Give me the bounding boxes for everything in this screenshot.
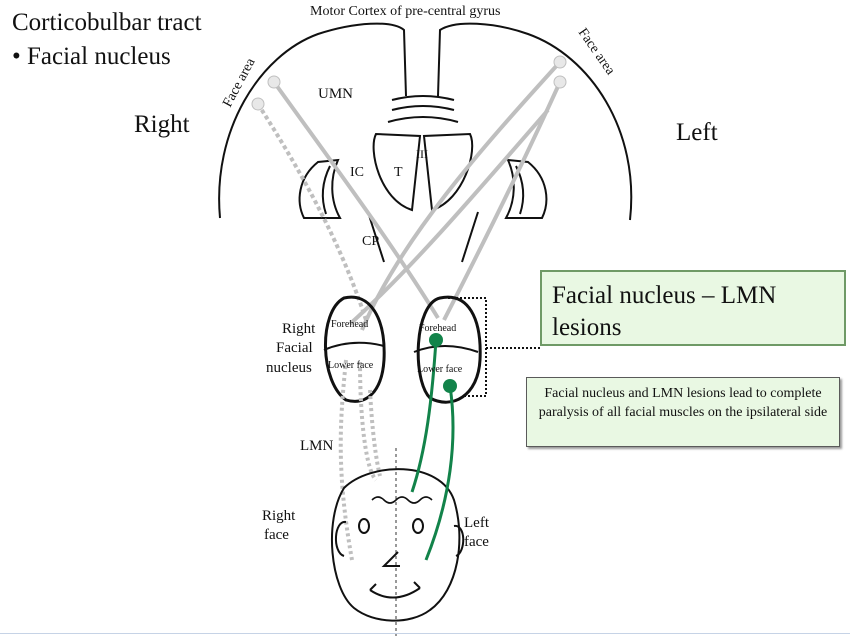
left-eye xyxy=(412,518,424,534)
left-label: Left xyxy=(676,119,718,146)
left-face-label-line-1: Left xyxy=(464,515,490,531)
forehead-wrinkles xyxy=(371,496,433,504)
thalamus-right xyxy=(372,132,422,212)
internal-capsule-label: IC xyxy=(350,165,364,180)
lower-face-label-right-nucleus: Lower face xyxy=(328,360,374,371)
right-face-label-line-1: Right xyxy=(262,508,296,524)
left-face-label-line-2: face xyxy=(464,534,489,550)
facial-nuclei xyxy=(323,295,482,404)
head-outline xyxy=(330,468,465,622)
right-ear xyxy=(335,521,347,557)
forehead-label-left-nucleus: Forehead xyxy=(419,323,456,334)
third-ventricle-label: III xyxy=(416,147,428,161)
forehead-label-right-nucleus: Forehead xyxy=(331,319,368,330)
right-facial-nucleus-line-2: Facial xyxy=(276,340,313,356)
svg-labels: Motor Cortex of pre-central gyrus Face a… xyxy=(134,4,718,550)
right-umn-tract-crossing xyxy=(272,80,440,320)
right-nucleus-divider xyxy=(323,341,385,351)
mouth-corners xyxy=(369,581,421,591)
cerebral-peduncle-label: CP xyxy=(362,234,379,249)
right-hemisphere-outline xyxy=(218,22,407,219)
right-eye xyxy=(358,518,370,534)
lower-face-lesion-marker xyxy=(443,379,457,393)
left-facial-nucleus-shape xyxy=(416,295,482,404)
corpus-callosum-top xyxy=(391,95,455,101)
nose xyxy=(381,551,400,567)
lmn-lesion-title-box: Facial nucleus – LMN lesions xyxy=(540,270,846,346)
corpus-callosum-mid xyxy=(391,105,455,111)
lesion-fiber-forehead xyxy=(410,339,438,493)
slide-bullet: • Facial nucleus xyxy=(12,43,171,70)
left-umn-to-right-forehead xyxy=(348,108,550,326)
right-face-label-line-2: face xyxy=(264,527,289,543)
lmn-lesion-pathway xyxy=(410,333,457,561)
right-facial-nucleus-line-1: Right xyxy=(282,321,316,337)
lmn-label: LMN xyxy=(300,438,334,454)
umn-label: UMN xyxy=(318,86,353,102)
left-hemisphere-outline xyxy=(437,22,633,221)
lesion-fiber-lower-face xyxy=(424,385,455,561)
mouth xyxy=(369,587,421,599)
face-area-label-left-hemi: Face area xyxy=(575,26,618,79)
lmn-dashed-fibers xyxy=(338,359,382,561)
right-umn-tract-dashed xyxy=(256,102,368,321)
forehead-lesion-marker xyxy=(429,333,443,347)
right-label: Right xyxy=(134,111,190,138)
tract-origin-dots xyxy=(251,55,567,111)
left-lentiform xyxy=(504,158,548,219)
left-cerebral-peduncle xyxy=(461,211,479,263)
left-ear xyxy=(453,525,465,557)
slide-title: Corticobulbar tract xyxy=(12,9,202,36)
motor-cortex-label: Motor Cortex of pre-central gyrus xyxy=(310,4,501,19)
left-nucleus-divider xyxy=(413,345,479,353)
right-cerebral-peduncle xyxy=(367,211,385,263)
right-facial-nucleus-line-3: nucleus xyxy=(266,360,312,376)
right-insula-line xyxy=(321,165,331,215)
thalamus-label: T xyxy=(394,165,403,180)
corticobulbar-tracts xyxy=(256,60,562,331)
lower-face-label-left-nucleus: Lower face xyxy=(417,364,463,375)
right-facial-nucleus-shape xyxy=(324,295,386,403)
right-lentiform xyxy=(298,158,342,219)
slide-bottom-border xyxy=(0,633,850,634)
lmn-lesion-note-box: Facial nucleus and LMN lesions lead to c… xyxy=(526,377,840,447)
head-shape xyxy=(330,468,461,622)
corpus-callosum-low xyxy=(387,116,459,123)
callout-connector xyxy=(448,297,540,397)
